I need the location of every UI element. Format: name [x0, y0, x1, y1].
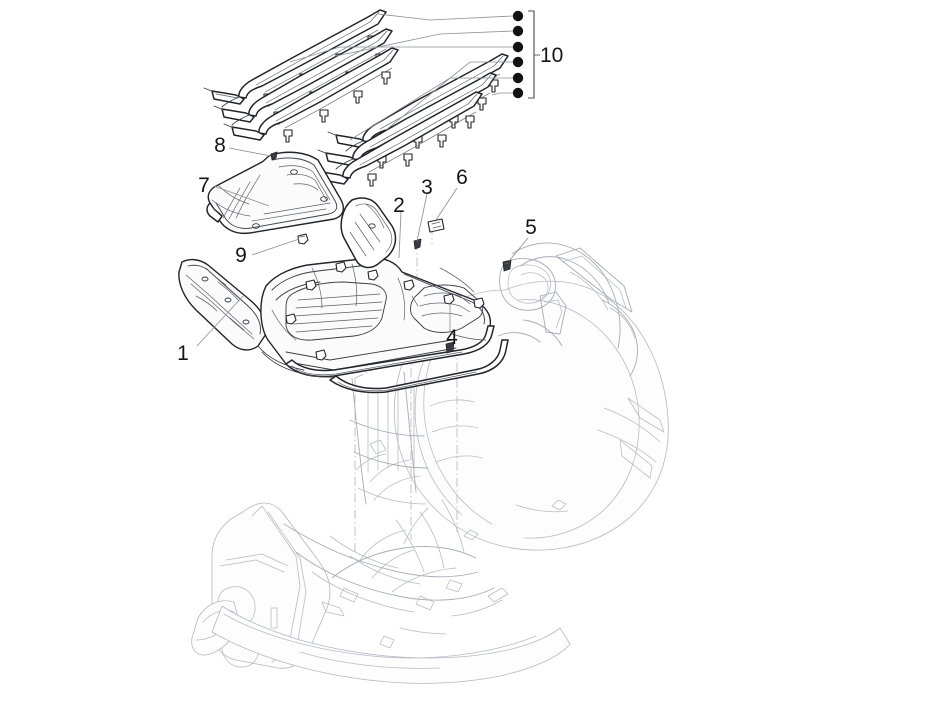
- leader-6: [435, 187, 458, 221]
- bullet-point: [512, 25, 524, 37]
- group-10-bullets: [512, 10, 524, 99]
- callout-number-9: 9: [235, 244, 247, 267]
- callout-number-2: 2: [393, 194, 405, 217]
- group-10-leader-lines: [289, 13, 514, 141]
- bullet-point: [512, 72, 524, 84]
- leader-1: [196, 295, 244, 347]
- bullet-point: [512, 56, 524, 68]
- callout-number-10: 10: [540, 44, 563, 67]
- leader-9: [251, 238, 300, 256]
- callout-number-8: 8: [214, 134, 226, 157]
- leader-5: [508, 237, 529, 262]
- callout-leader-lines: [196, 147, 529, 347]
- bullet-point: [512, 87, 524, 99]
- bullet-point: [512, 41, 524, 53]
- left-footrest-mat: [206, 151, 345, 245]
- central-floorboard-cover: [178, 197, 512, 394]
- group-bracket: [528, 10, 535, 99]
- callout-number-6: 6: [456, 166, 468, 189]
- callout-number-5: 5: [525, 216, 537, 239]
- callout-number-7: 7: [198, 174, 210, 197]
- callout-number-3: 3: [421, 176, 433, 199]
- leader-7: [213, 185, 270, 207]
- callout-numbers: 1 2 3 4 5 6 7 8 9 10: [177, 44, 563, 365]
- leader-2: [398, 211, 402, 259]
- callout-number-4: 4: [446, 326, 458, 349]
- upper-trim-strip-assembly: [203, 9, 399, 143]
- leader-3: [416, 193, 428, 242]
- leader-8: [228, 147, 272, 157]
- bullet-point: [512, 10, 524, 22]
- group-10-callout: [289, 10, 540, 141]
- callout-number-1: 1: [177, 342, 189, 365]
